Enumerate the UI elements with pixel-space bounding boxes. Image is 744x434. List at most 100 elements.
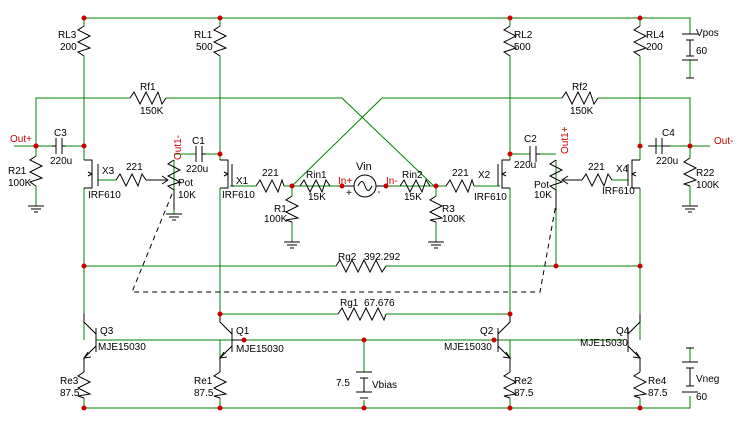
resistor-pot-left: [166, 159, 182, 191]
re3-value: 87.5: [60, 388, 80, 399]
x1-name: X1: [236, 176, 249, 187]
rf2-value: 150K: [570, 106, 594, 117]
vbias-battery-icon: [356, 371, 372, 399]
rf1-name: Rf1: [140, 82, 156, 93]
capacitor-c3: [55, 138, 63, 154]
resistor-gate-x4: [581, 172, 613, 188]
vin-label: Vin: [356, 161, 372, 173]
c2-value: 220u: [514, 160, 536, 171]
r3-value: 100K: [442, 214, 466, 225]
x3-part: IRF610: [88, 190, 121, 201]
bjt-q3-icon: [82, 314, 97, 372]
out-plus-label: Out+: [10, 134, 32, 145]
pot-right-value: 10K: [534, 190, 552, 201]
c1-name: C1: [192, 136, 205, 147]
q1-name: Q1: [236, 326, 250, 337]
resistor-gate-x3: [115, 172, 147, 188]
resistor-r3: [428, 195, 444, 223]
q3-part: MJE15030: [98, 342, 146, 353]
resistor-re4: [632, 371, 648, 399]
rin1-name: Rin1: [306, 170, 327, 181]
in-plus-label: In+: [338, 176, 352, 187]
bjt-q1-icon: [218, 314, 244, 372]
rg2-value: 392.292: [364, 252, 401, 263]
rin2-value: 15K: [404, 192, 422, 203]
ground-icon: [28, 205, 698, 249]
bjt-q4-icon: [627, 314, 642, 372]
resistor-rg1: [337, 306, 387, 322]
resistor-rin2: [399, 178, 431, 194]
mosfet-x4-icon: [627, 159, 640, 189]
resistors: [28, 25, 698, 399]
rg1-value: 67.676: [364, 298, 395, 309]
resistor-r22: [682, 157, 698, 187]
resistor-re2: [502, 371, 518, 399]
rl3-name: RL3: [58, 30, 77, 41]
out-minus-label: Out-: [714, 136, 733, 147]
vneg-battery-icon: [682, 347, 698, 393]
rg2-name: Rg2: [338, 252, 357, 263]
resistor-gate-x2: [445, 178, 475, 194]
svg-text:+: +: [346, 188, 352, 199]
pot-left-value: 10K: [178, 190, 196, 201]
rin1-value: 15K: [308, 192, 326, 203]
q1-part: MJE15030: [236, 344, 284, 355]
in-minus-label: In-: [386, 176, 398, 187]
resistor-re1: [212, 371, 228, 399]
rl4-value: 200: [646, 42, 663, 53]
r1-name: R1: [274, 204, 287, 215]
rl1-name: RL1: [194, 30, 213, 41]
out1-plus-label: Out1+: [560, 126, 571, 154]
vbias-value: 7.5: [336, 378, 350, 389]
capacitors: [52, 138, 670, 162]
pot-right-name: Pot: [534, 180, 549, 191]
rl1-value: 500: [196, 42, 213, 53]
transistors: [82, 314, 642, 372]
c2-name: C2: [524, 134, 537, 145]
re2-name: Re2: [514, 376, 533, 387]
q2-part: MJE15030: [444, 342, 492, 353]
c3-name: C3: [54, 128, 67, 139]
pot-left-name: Pot: [178, 178, 193, 189]
rin2-name: Rin2: [402, 170, 423, 181]
re1-name: Re1: [194, 376, 213, 387]
mosfets: [84, 159, 640, 189]
pot-gang-link: [131, 193, 557, 293]
x3-gate-res-value: 221: [126, 162, 143, 173]
vneg-value: 60: [696, 392, 708, 403]
mosfet-x2-icon: [497, 159, 510, 189]
r21-value: 100K: [8, 178, 32, 189]
re3-name: Re3: [60, 376, 79, 387]
x3-name: X3: [102, 166, 115, 177]
c1-value: 220u: [186, 164, 208, 175]
supply-symbols: [28, 33, 698, 399]
r22-value: 100K: [696, 180, 720, 191]
mosfet-x1-icon: [220, 159, 234, 189]
re1-value: 87.5: [194, 388, 214, 399]
rl4-name: RL4: [646, 30, 665, 41]
resistor-rl2: [502, 25, 518, 57]
r3-name: R3: [442, 204, 455, 215]
resistor-gate-x1: [255, 178, 285, 194]
pot-wipers: [146, 175, 582, 185]
rg1-name: Rg1: [340, 298, 359, 309]
resistor-rl4: [632, 25, 648, 57]
c4-name: C4: [662, 128, 675, 139]
resistor-rf2: [561, 90, 599, 106]
r22-name: R22: [696, 168, 715, 179]
re2-value: 87.5: [514, 388, 534, 399]
vpos-battery-icon: [682, 33, 698, 79]
resistor-rf1: [129, 90, 167, 106]
bjt-q2-icon: [497, 314, 512, 372]
x2-part: IRF610: [474, 192, 507, 203]
svg-text:': ': [378, 190, 380, 201]
r1-value: 100K: [264, 214, 288, 225]
rf2-name: Rf2: [572, 82, 588, 93]
x1-part: IRF610: [222, 190, 255, 201]
x1-gate-res-value: 221: [262, 168, 279, 179]
re4-name: Re4: [648, 376, 667, 387]
x2-name: X2: [478, 170, 491, 181]
q3-name: Q3: [100, 326, 114, 337]
re4-value: 87.5: [648, 388, 668, 399]
